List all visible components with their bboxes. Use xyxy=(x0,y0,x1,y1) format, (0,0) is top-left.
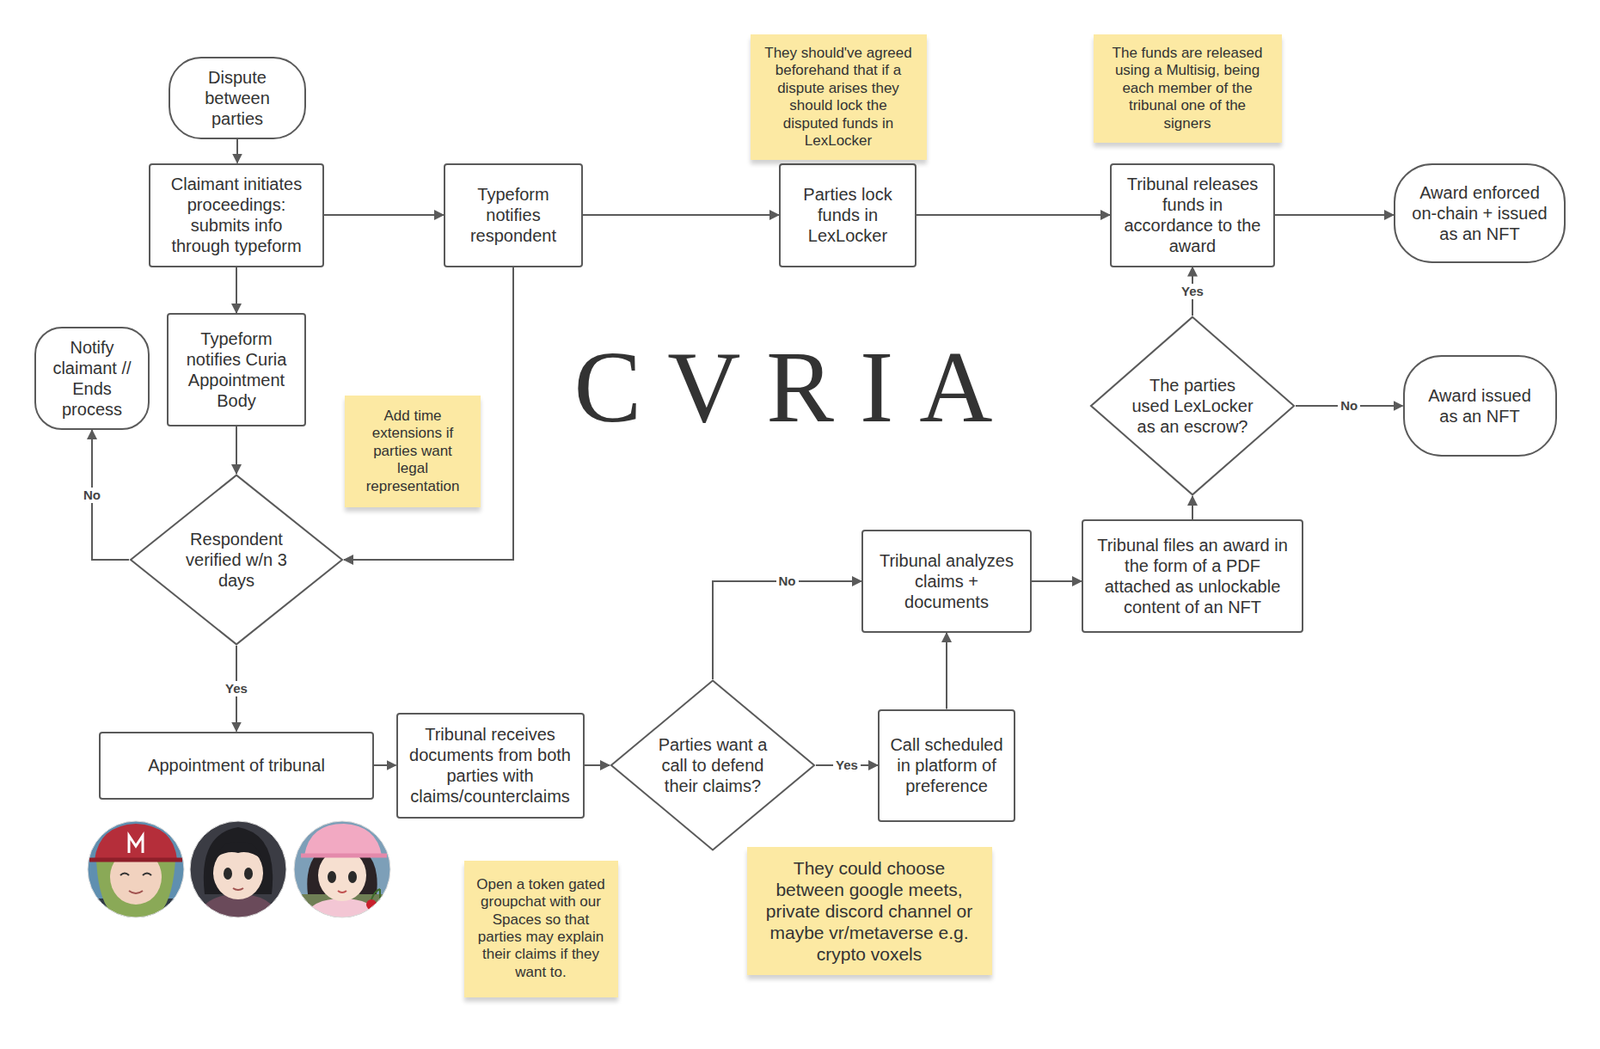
node-text-group: Tribunal receives documents from both pa… xyxy=(407,723,574,807)
connector-arrow xyxy=(1031,580,1082,583)
edge-label: No xyxy=(1337,398,1361,414)
node-text-group: Respondent verified w/n 3 days xyxy=(171,528,301,591)
node-text: Notify claimant // Ends process xyxy=(48,337,136,420)
sticky-note: They should've agreed beforehand that if… xyxy=(750,34,927,160)
node-text-group: Open a token gated groupchat with our Sp… xyxy=(475,876,607,981)
diagram-title: CVRIA xyxy=(547,337,1018,439)
decision-diamond: The parties used LexLocker as an escrow? xyxy=(1089,315,1296,497)
connector-arrow xyxy=(373,764,397,767)
avatar-three xyxy=(292,819,396,925)
terminal-box: Notify claimant // Ends process xyxy=(34,326,150,430)
edge-label: Yes xyxy=(222,680,251,697)
connector-arrow xyxy=(584,764,611,767)
node-text: Appointment of tribunal xyxy=(110,754,363,776)
avatar-two xyxy=(188,819,292,925)
terminal-box: Dispute between parties xyxy=(168,56,307,140)
connector-arrow xyxy=(324,214,444,216)
diamond-shape xyxy=(130,475,343,645)
process-box: Tribunal receives documents from both pa… xyxy=(396,712,585,819)
process-box: Typeform notifies Curia Appointment Body xyxy=(166,312,307,427)
node-text: They could choose between google meets, … xyxy=(758,857,981,966)
node-text: Award enforced on-chain + issued as an N… xyxy=(1409,182,1551,245)
terminal-box: Award issued as an NFT xyxy=(1403,355,1558,457)
decision-diamond: Parties want a call to defend their clai… xyxy=(609,679,816,852)
node-text: Tribunal analyzes claims + documents xyxy=(872,550,1021,613)
node-text: Claimant initiates proceedings: submits … xyxy=(159,173,313,257)
connector-arrow xyxy=(235,426,238,474)
connector-arrow xyxy=(343,267,514,561)
process-box: Tribunal releases funds in accordance to… xyxy=(1109,163,1276,268)
node-text: Tribunal files an award in the form of a… xyxy=(1092,534,1293,618)
node-text: The funds are released using a Multisig,… xyxy=(1104,44,1271,133)
sticky-note: The funds are released using a Multisig,… xyxy=(1093,34,1282,143)
process-box: Call scheduled in platform of preference xyxy=(877,709,1016,822)
node-text: Tribunal receives documents from both pa… xyxy=(407,723,574,807)
process-box: Appointment of tribunal xyxy=(98,731,374,800)
node-text-group: Award issued as an NFT xyxy=(1417,385,1542,427)
edge-label: No xyxy=(776,573,799,589)
node-text-group: Tribunal releases funds in accordance to… xyxy=(1121,173,1264,257)
connector-arrow xyxy=(712,581,862,680)
connector-arrow xyxy=(1275,214,1394,216)
node-text: They should've agreed beforehand that if… xyxy=(761,44,916,150)
sticky-note: Add time extensions if parties want lega… xyxy=(344,395,481,508)
avatar-one xyxy=(85,819,190,925)
node-text-group: Claimant initiates proceedings: submits … xyxy=(159,173,313,257)
node-text: Respondent verified w/n 3 days xyxy=(171,528,301,591)
node-text: Tribunal releases funds in accordance to… xyxy=(1121,173,1264,257)
sticky-note: They could choose between google meets, … xyxy=(747,846,993,976)
node-text-group: The parties used LexLocker as an escrow? xyxy=(1130,374,1255,437)
node-text: Parties want a call to defend their clai… xyxy=(650,734,775,797)
node-text-group: Notify claimant // Ends process xyxy=(48,337,136,420)
node-text: The parties used LexLocker as an escrow? xyxy=(1130,374,1255,437)
node-text: Add time extensions if parties want lega… xyxy=(355,407,470,496)
edge-label: Yes xyxy=(1178,283,1207,300)
node-text-group: The funds are released using a Multisig,… xyxy=(1104,44,1271,133)
node-text-group: Parties lock funds in LexLocker xyxy=(790,183,906,246)
process-box: Typeform notifies respondent xyxy=(443,163,583,268)
node-text-group: Award enforced on-chain + issued as an N… xyxy=(1409,182,1551,245)
process-box: Claimant initiates proceedings: submits … xyxy=(148,163,325,268)
connector-arrow xyxy=(235,267,238,314)
node-text: Award issued as an NFT xyxy=(1417,385,1542,427)
node-text-group: Dispute between parties xyxy=(182,67,293,129)
node-text: Parties lock funds in LexLocker xyxy=(790,183,906,246)
node-text: Typeform notifies Curia Appointment Body xyxy=(177,328,295,411)
node-text: Open a token gated groupchat with our Sp… xyxy=(475,876,607,981)
connector-arrow xyxy=(582,214,779,216)
node-text: Dispute between parties xyxy=(182,67,293,129)
node-text-group: Add time extensions if parties want lega… xyxy=(355,407,470,496)
connector-arrow xyxy=(916,214,1110,216)
process-box: Tribunal files an award in the form of a… xyxy=(1081,519,1304,633)
node-text-group: Typeform notifies Curia Appointment Body xyxy=(177,328,295,411)
node-text-group: Typeform notifies respondent xyxy=(454,183,572,246)
terminal-box: Award enforced on-chain + issued as an N… xyxy=(1393,163,1566,264)
node-text-group: Appointment of tribunal xyxy=(110,754,363,776)
diamond-shape xyxy=(1091,317,1294,496)
node-text-group: Parties want a call to defend their clai… xyxy=(650,734,775,797)
node-text: Typeform notifies respondent xyxy=(454,183,572,246)
node-text-group: They should've agreed beforehand that if… xyxy=(761,44,916,150)
node-text-group: Tribunal files an award in the form of a… xyxy=(1092,534,1293,618)
edge-label: Yes xyxy=(833,757,861,773)
connector-arrow xyxy=(236,139,239,164)
process-box: Parties lock funds in LexLocker xyxy=(778,163,917,268)
node-text-group: They could choose between google meets, … xyxy=(758,857,981,966)
diamond-shape xyxy=(611,680,815,851)
decision-diamond: Respondent verified w/n 3 days xyxy=(128,473,344,646)
sticky-note: Open a token gated groupchat with our Sp… xyxy=(464,860,619,998)
process-box: Tribunal analyzes claims + documents xyxy=(861,529,1032,633)
node-text-group: Call scheduled in platform of preference xyxy=(888,734,1005,797)
edge-label: No xyxy=(80,487,104,503)
node-text-group: Tribunal analyzes claims + documents xyxy=(872,550,1021,613)
node-text: Call scheduled in platform of preference xyxy=(888,734,1005,797)
connector-arrow xyxy=(945,632,948,710)
connector-arrow xyxy=(1191,496,1194,520)
